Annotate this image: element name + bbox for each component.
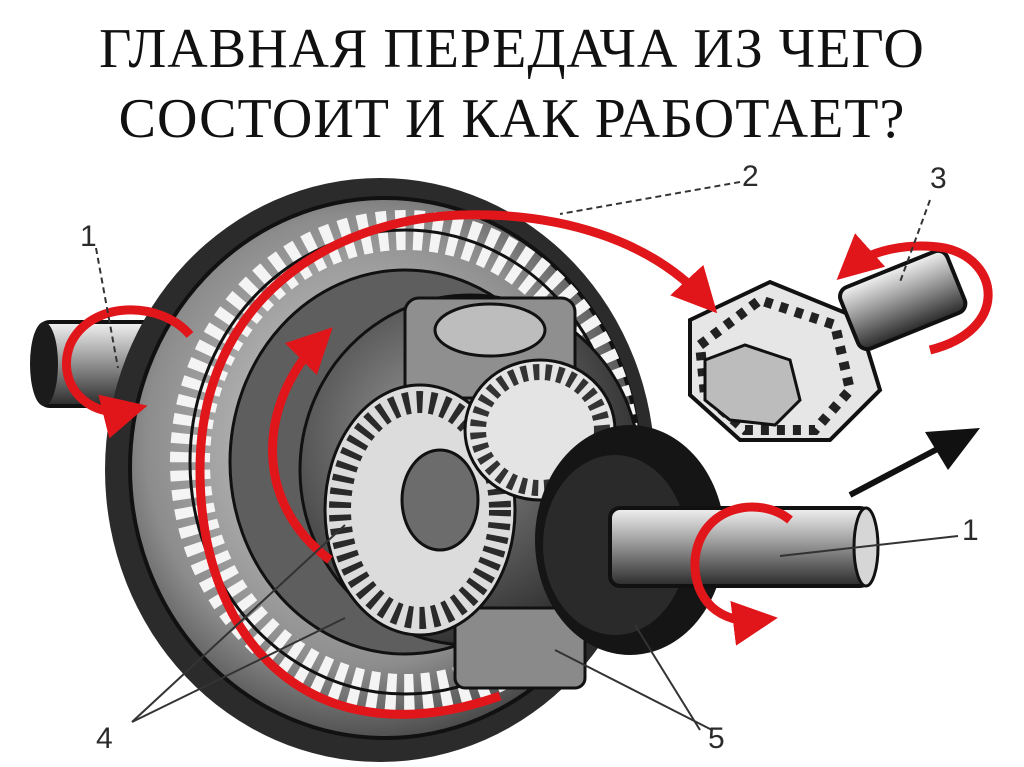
input-direction-arrow: [848, 428, 980, 498]
callout-1-left: 1: [80, 220, 97, 253]
left-shaft-arrow: [61, 305, 194, 439]
title-line-2: СОСТОИТ И КАК РАБОТАЕТ?: [118, 88, 906, 150]
rotation-arrows: [61, 210, 993, 719]
callout-2: 2: [742, 160, 759, 193]
leader-lines: [95, 181, 959, 731]
right-axle-shaft: [535, 425, 880, 655]
drive-pinion: [688, 248, 968, 442]
callout-4: 4: [96, 722, 113, 755]
title-line-1: ГЛАВНАЯ ПЕРЕДАЧА ИЗ ЧЕГО: [99, 18, 925, 80]
ring-rotation-arrow: [195, 210, 718, 719]
ring-inner-arrow: [268, 327, 333, 564]
pinion-arrow: [836, 233, 993, 355]
callout-5: 5: [708, 722, 725, 755]
callout-1-right: 1: [962, 514, 979, 547]
page-title: ГЛАВНАЯ ПЕРЕДАЧА ИЗ ЧЕГО СОСТОИТ И КАК Р…: [0, 14, 1024, 154]
right-shaft-arrow: [690, 502, 793, 646]
callout-3: 3: [930, 162, 947, 195]
